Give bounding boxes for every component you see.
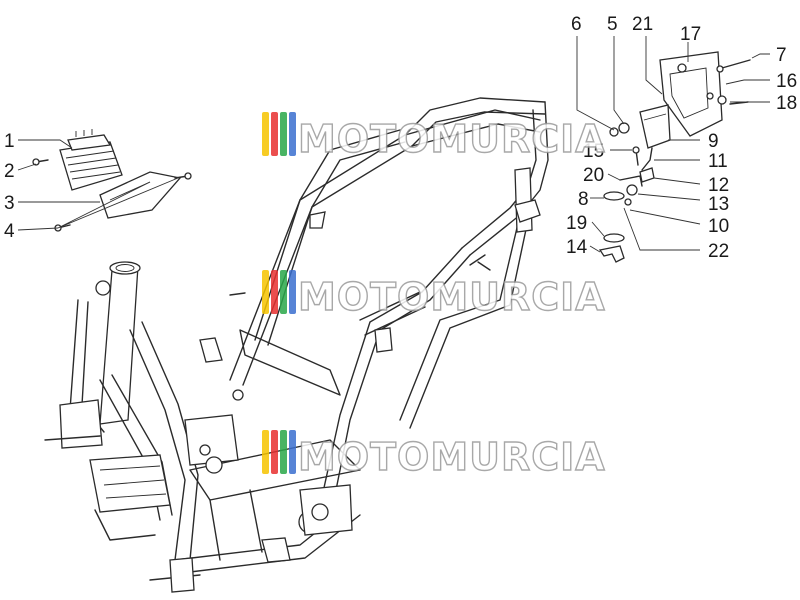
callout-5: 5 bbox=[607, 14, 618, 35]
scooter-frame bbox=[44, 97, 549, 593]
watermark-logo-icon bbox=[262, 270, 269, 314]
watermark-logo-icon bbox=[262, 112, 269, 156]
callout-16: 16 bbox=[776, 71, 797, 92]
callout-6: 6 bbox=[571, 14, 582, 35]
callout-14: 14 bbox=[566, 237, 588, 258]
watermark-top: MOTOMURCIA bbox=[262, 112, 606, 162]
watermark-middle: MOTOMURCIA bbox=[262, 270, 606, 320]
watermark-text: MOTOMURCIA bbox=[298, 435, 606, 479]
callout-18: 18 bbox=[776, 93, 797, 114]
relay-bracket-assembly bbox=[598, 51, 751, 263]
callout-labels: 1 2 3 4 5 6 7 8 9 10 11 12 13 14 15 16 1… bbox=[4, 14, 797, 262]
callout-1: 1 bbox=[4, 131, 15, 152]
callout-13: 13 bbox=[708, 194, 729, 215]
watermark-text: MOTOMURCIA bbox=[298, 117, 606, 161]
callout-21: 21 bbox=[632, 14, 653, 35]
callout-20: 20 bbox=[583, 165, 604, 186]
callout-11: 11 bbox=[708, 151, 728, 172]
callout-4: 4 bbox=[4, 221, 15, 242]
callout-19: 19 bbox=[566, 213, 587, 234]
callout-9: 9 bbox=[708, 131, 719, 152]
watermark-text: MOTOMURCIA bbox=[298, 275, 606, 319]
callout-2: 2 bbox=[4, 161, 15, 182]
leader-lines bbox=[17, 36, 770, 253]
callout-3: 3 bbox=[4, 193, 15, 214]
callout-22: 22 bbox=[708, 241, 729, 262]
callout-8: 8 bbox=[578, 189, 589, 210]
callout-17: 17 bbox=[680, 24, 701, 45]
voltage-regulator-assembly bbox=[32, 129, 192, 232]
watermark-bottom: MOTOMURCIA bbox=[262, 430, 606, 480]
callout-15: 15 bbox=[583, 141, 604, 162]
callout-12: 12 bbox=[708, 175, 729, 196]
callout-7: 7 bbox=[776, 45, 787, 66]
callout-10: 10 bbox=[708, 216, 729, 237]
watermark-logo-icon bbox=[262, 430, 269, 474]
